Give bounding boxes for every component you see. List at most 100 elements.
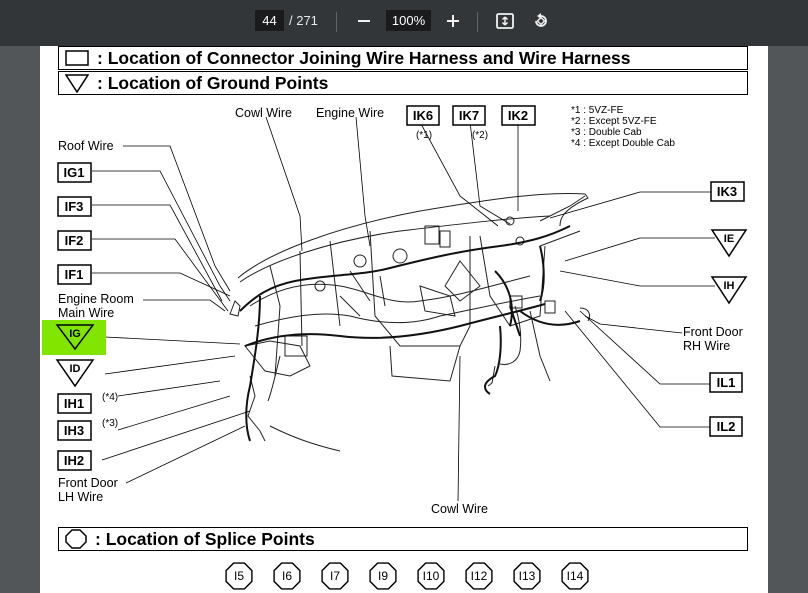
connector-note: (*1) [416, 130, 432, 141]
octagon-icon [369, 562, 397, 590]
splice-code: I7 [330, 569, 340, 583]
splice-point: I6 [273, 562, 301, 590]
wire-harness-illustration [239, 225, 581, 442]
ground-point-ig: IG [42, 320, 106, 355]
splice-code: I13 [519, 569, 536, 583]
plus-icon [447, 15, 459, 27]
toolbar-divider [336, 12, 337, 32]
dashboard-illustration [229, 192, 591, 452]
wiring-diagram: Cowl Wire Engine Wire Roof Wire Engine R… [42, 105, 748, 590]
octagon-icon [225, 562, 253, 590]
front-door-rh-label-2: RH Wire [683, 339, 730, 353]
splice-points-row: I5 I6 I7 I9 I10 I12 I13 I14 [225, 562, 589, 590]
ground-code: ID [70, 363, 81, 375]
splice-point: I12 [465, 562, 493, 590]
leader-lines [92, 116, 715, 502]
connector-if1: IF1 [57, 264, 92, 285]
connector-code: IF3 [65, 199, 84, 214]
connector-ih2: IH2 [57, 450, 92, 471]
connector-code: IL2 [717, 419, 736, 434]
cowl-wire-label-bottom: Cowl Wire [431, 502, 488, 516]
legend-line: *2 : Except 5VZ-FE [571, 116, 657, 127]
connector-code: IF2 [65, 233, 84, 248]
splice-header-text: : Location of Splice Points [95, 528, 315, 549]
splice-point: I5 [225, 562, 253, 590]
connector-ik2: IK2 [501, 105, 536, 126]
zoom-in-button[interactable] [440, 8, 466, 34]
ground-point-id: ID [55, 359, 95, 388]
connector-header: : Location of Connector Joining Wire Har… [58, 46, 748, 70]
connector-if2: IF2 [57, 230, 92, 251]
engine-room-label-1: Engine Room [58, 292, 134, 306]
octagon-icon [513, 562, 541, 590]
engine-room-label-2: Main Wire [58, 306, 114, 320]
splice-code: I14 [567, 569, 584, 583]
fit-page-button[interactable] [492, 8, 518, 34]
pdf-toolbar: 44 / 271 100% [0, 0, 808, 46]
front-door-rh-label-1: Front Door [683, 325, 743, 339]
highlight-marker [42, 320, 106, 355]
splice-header: : Location of Splice Points [58, 527, 748, 551]
minus-icon [358, 20, 370, 22]
splice-point: I13 [513, 562, 541, 590]
rectangle-symbol-icon [65, 50, 89, 66]
connector-code: IK3 [717, 184, 737, 199]
zoom-out-button[interactable] [351, 8, 377, 34]
ground-code: IE [724, 233, 734, 245]
connector-code: IK2 [508, 108, 528, 123]
legend-line: *4 : Except Double Cab [571, 138, 675, 149]
splice-point: I7 [321, 562, 349, 590]
splice-point: I10 [417, 562, 445, 590]
connector-note: (*3) [102, 418, 118, 429]
octagon-icon [273, 562, 301, 590]
document-page: : Location of Connector Joining Wire Har… [40, 46, 768, 593]
connector-code: IL1 [717, 375, 736, 390]
connector-code: IK7 [459, 108, 479, 123]
octagon-icon [465, 562, 493, 590]
ground-header-text: : Location of Ground Points [97, 72, 329, 93]
splice-code: I5 [234, 569, 244, 583]
splice-code: I10 [423, 569, 440, 583]
splice-code: I6 [282, 569, 292, 583]
ground-code: IG [69, 328, 81, 340]
connector-code: IK6 [413, 108, 433, 123]
zoom-level-input[interactable]: 100% [386, 10, 431, 31]
legend-line: *3 : Double Cab [571, 127, 642, 138]
legend-line: *1 : 5VZ-FE [571, 105, 624, 116]
cowl-wire-label-top: Cowl Wire [235, 106, 292, 120]
front-door-lh-label-1: Front Door [58, 476, 118, 490]
footnote-legend: *1 : 5VZ-FE *2 : Except 5VZ-FE *3 : Doub… [571, 105, 675, 149]
connector-code: IH1 [64, 396, 84, 411]
connector-ig1: IG1 [57, 162, 92, 183]
toolbar-divider [477, 12, 478, 32]
connector-code: IH2 [64, 453, 84, 468]
page-total: / 271 [289, 13, 318, 28]
connector-note: (*2) [472, 130, 488, 141]
roof-wire-label: Roof Wire [58, 139, 114, 153]
page-number-input[interactable]: 44 [255, 10, 284, 31]
ground-point-ih: IH [710, 276, 748, 305]
octagon-icon [561, 562, 589, 590]
engine-wire-label: Engine Wire [316, 106, 384, 120]
splice-point: I9 [369, 562, 397, 590]
ground-point-ie: IE [710, 229, 748, 258]
connector-if3: IF3 [57, 196, 92, 217]
connector-code: IF1 [65, 267, 84, 282]
ground-header: : Location of Ground Points [58, 71, 748, 95]
splice-code: I12 [471, 569, 488, 583]
connector-code: IG1 [64, 165, 85, 180]
rotate-icon [535, 13, 547, 27]
fit-page-icon [496, 13, 514, 29]
triangle-symbol-icon [65, 73, 89, 93]
connector-ik3: IK3 [710, 181, 745, 202]
connector-ik7: IK7 (*2) [452, 105, 488, 141]
ground-code: IH [724, 280, 735, 292]
splice-code: I9 [378, 569, 388, 583]
connector-ik6: IK6 (*1) [406, 105, 440, 141]
connector-code: IH3 [64, 423, 84, 438]
octagon-icon [321, 562, 349, 590]
octagon-symbol-icon [65, 529, 87, 549]
connector-il1: IL1 [709, 372, 743, 393]
rotate-button[interactable] [528, 8, 554, 34]
connector-ih3: IH3 (*3) [57, 418, 118, 441]
